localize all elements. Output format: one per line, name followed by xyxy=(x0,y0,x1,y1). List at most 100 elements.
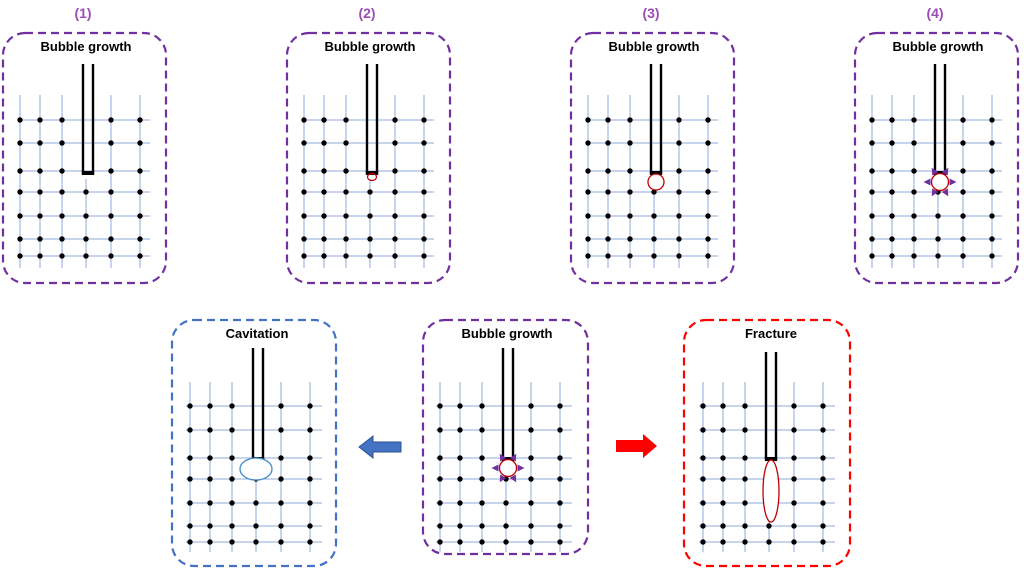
lattice-node xyxy=(557,455,563,461)
lattice-node xyxy=(791,476,797,482)
lattice-node xyxy=(605,253,611,259)
panel-border xyxy=(285,31,452,285)
lattice-node xyxy=(989,253,995,259)
bubble xyxy=(366,172,378,182)
lattice-node xyxy=(137,168,143,174)
left-arrow-icon xyxy=(358,434,402,460)
lattice-node xyxy=(585,253,591,259)
lattice-node xyxy=(187,523,193,529)
lattice-node xyxy=(585,236,591,242)
lattice-node xyxy=(791,427,797,433)
lattice-node xyxy=(207,403,213,409)
lattice-node xyxy=(59,213,65,219)
pressure-arrow-icon xyxy=(499,474,507,483)
pressure-arrow-icon xyxy=(923,178,931,186)
lattice-node xyxy=(137,236,143,242)
panel-title: Bubble growth xyxy=(325,39,416,54)
lattice-node xyxy=(108,236,114,242)
pressure-arrow-icon xyxy=(491,464,499,472)
lattice-node xyxy=(307,476,313,482)
pressure-arrow-icon xyxy=(931,188,939,197)
pressure-arrow-icon xyxy=(949,178,957,186)
lattice-node xyxy=(301,117,307,123)
panel-title: Bubble growth xyxy=(462,326,553,341)
lattice-node xyxy=(59,168,65,174)
lattice-node xyxy=(253,539,259,545)
lattice-node xyxy=(911,140,917,146)
needle-icon xyxy=(649,64,663,175)
panel-step-3: Bubble growth xyxy=(569,31,736,285)
lattice-node xyxy=(343,117,349,123)
lattice-node xyxy=(742,500,748,506)
lattice-node xyxy=(479,455,485,461)
bubble xyxy=(647,173,665,191)
lattice-node xyxy=(989,189,995,195)
panel-bubble-growth: Bubble growth xyxy=(421,318,590,556)
lattice-node xyxy=(889,189,895,195)
lattice-node xyxy=(889,253,895,259)
lattice-node xyxy=(791,523,797,529)
lattice-node xyxy=(59,253,65,259)
lattice-node xyxy=(253,500,259,506)
lattice-node xyxy=(700,403,706,409)
lattice-node xyxy=(705,253,711,259)
lattice-node xyxy=(421,189,427,195)
lattice-node xyxy=(557,539,563,545)
lattice-node xyxy=(705,213,711,219)
lattice-node xyxy=(392,117,398,123)
panel-title: Bubble growth xyxy=(893,39,984,54)
lattice-node xyxy=(791,403,797,409)
lattice-node xyxy=(137,253,143,259)
needle-icon xyxy=(251,348,265,461)
lattice-node xyxy=(528,539,534,545)
bubble-shape xyxy=(647,173,665,191)
lattice-node xyxy=(960,140,966,146)
lattice-node xyxy=(766,539,772,545)
lattice-node xyxy=(528,476,534,482)
lattice-node xyxy=(627,140,633,146)
lattice-node xyxy=(889,140,895,146)
lattice-node xyxy=(627,189,633,195)
lattice-node xyxy=(605,236,611,242)
lattice-node xyxy=(557,500,563,506)
lattice-node xyxy=(229,539,235,545)
lattice-node xyxy=(605,213,611,219)
lattice-node xyxy=(651,189,657,195)
lattice-node xyxy=(557,523,563,529)
lattice-node xyxy=(503,500,509,506)
needle-icon xyxy=(81,64,95,175)
panel-fracture: Fracture xyxy=(682,318,852,568)
lattice-node xyxy=(307,403,313,409)
lattice-node xyxy=(705,117,711,123)
lattice-node xyxy=(585,213,591,219)
panel-title: Bubble growth xyxy=(41,39,132,54)
lattice-node xyxy=(437,403,443,409)
lattice-node xyxy=(791,539,797,545)
lattice-node xyxy=(278,523,284,529)
lattice-node xyxy=(17,253,23,259)
lattice-node xyxy=(869,117,875,123)
lattice-node xyxy=(437,455,443,461)
bubble xyxy=(491,453,525,483)
lattice-node xyxy=(343,168,349,174)
lattice-node xyxy=(676,253,682,259)
lattice-node xyxy=(59,236,65,242)
lattice-node xyxy=(960,189,966,195)
lattice-node xyxy=(83,253,89,259)
lattice-node xyxy=(528,500,534,506)
lattice-node xyxy=(229,403,235,409)
lattice-node xyxy=(935,236,941,242)
lattice-node xyxy=(720,455,726,461)
lattice-node xyxy=(207,523,213,529)
lattice-node xyxy=(585,117,591,123)
lattice-node xyxy=(137,117,143,123)
lattice-node xyxy=(869,140,875,146)
lattice-node xyxy=(301,253,307,259)
lattice-node xyxy=(187,455,193,461)
lattice-node xyxy=(59,140,65,146)
lattice-node xyxy=(869,213,875,219)
lattice-node xyxy=(17,213,23,219)
lattice-node xyxy=(960,168,966,174)
lattice-node xyxy=(37,253,43,259)
lattice-node xyxy=(479,523,485,529)
